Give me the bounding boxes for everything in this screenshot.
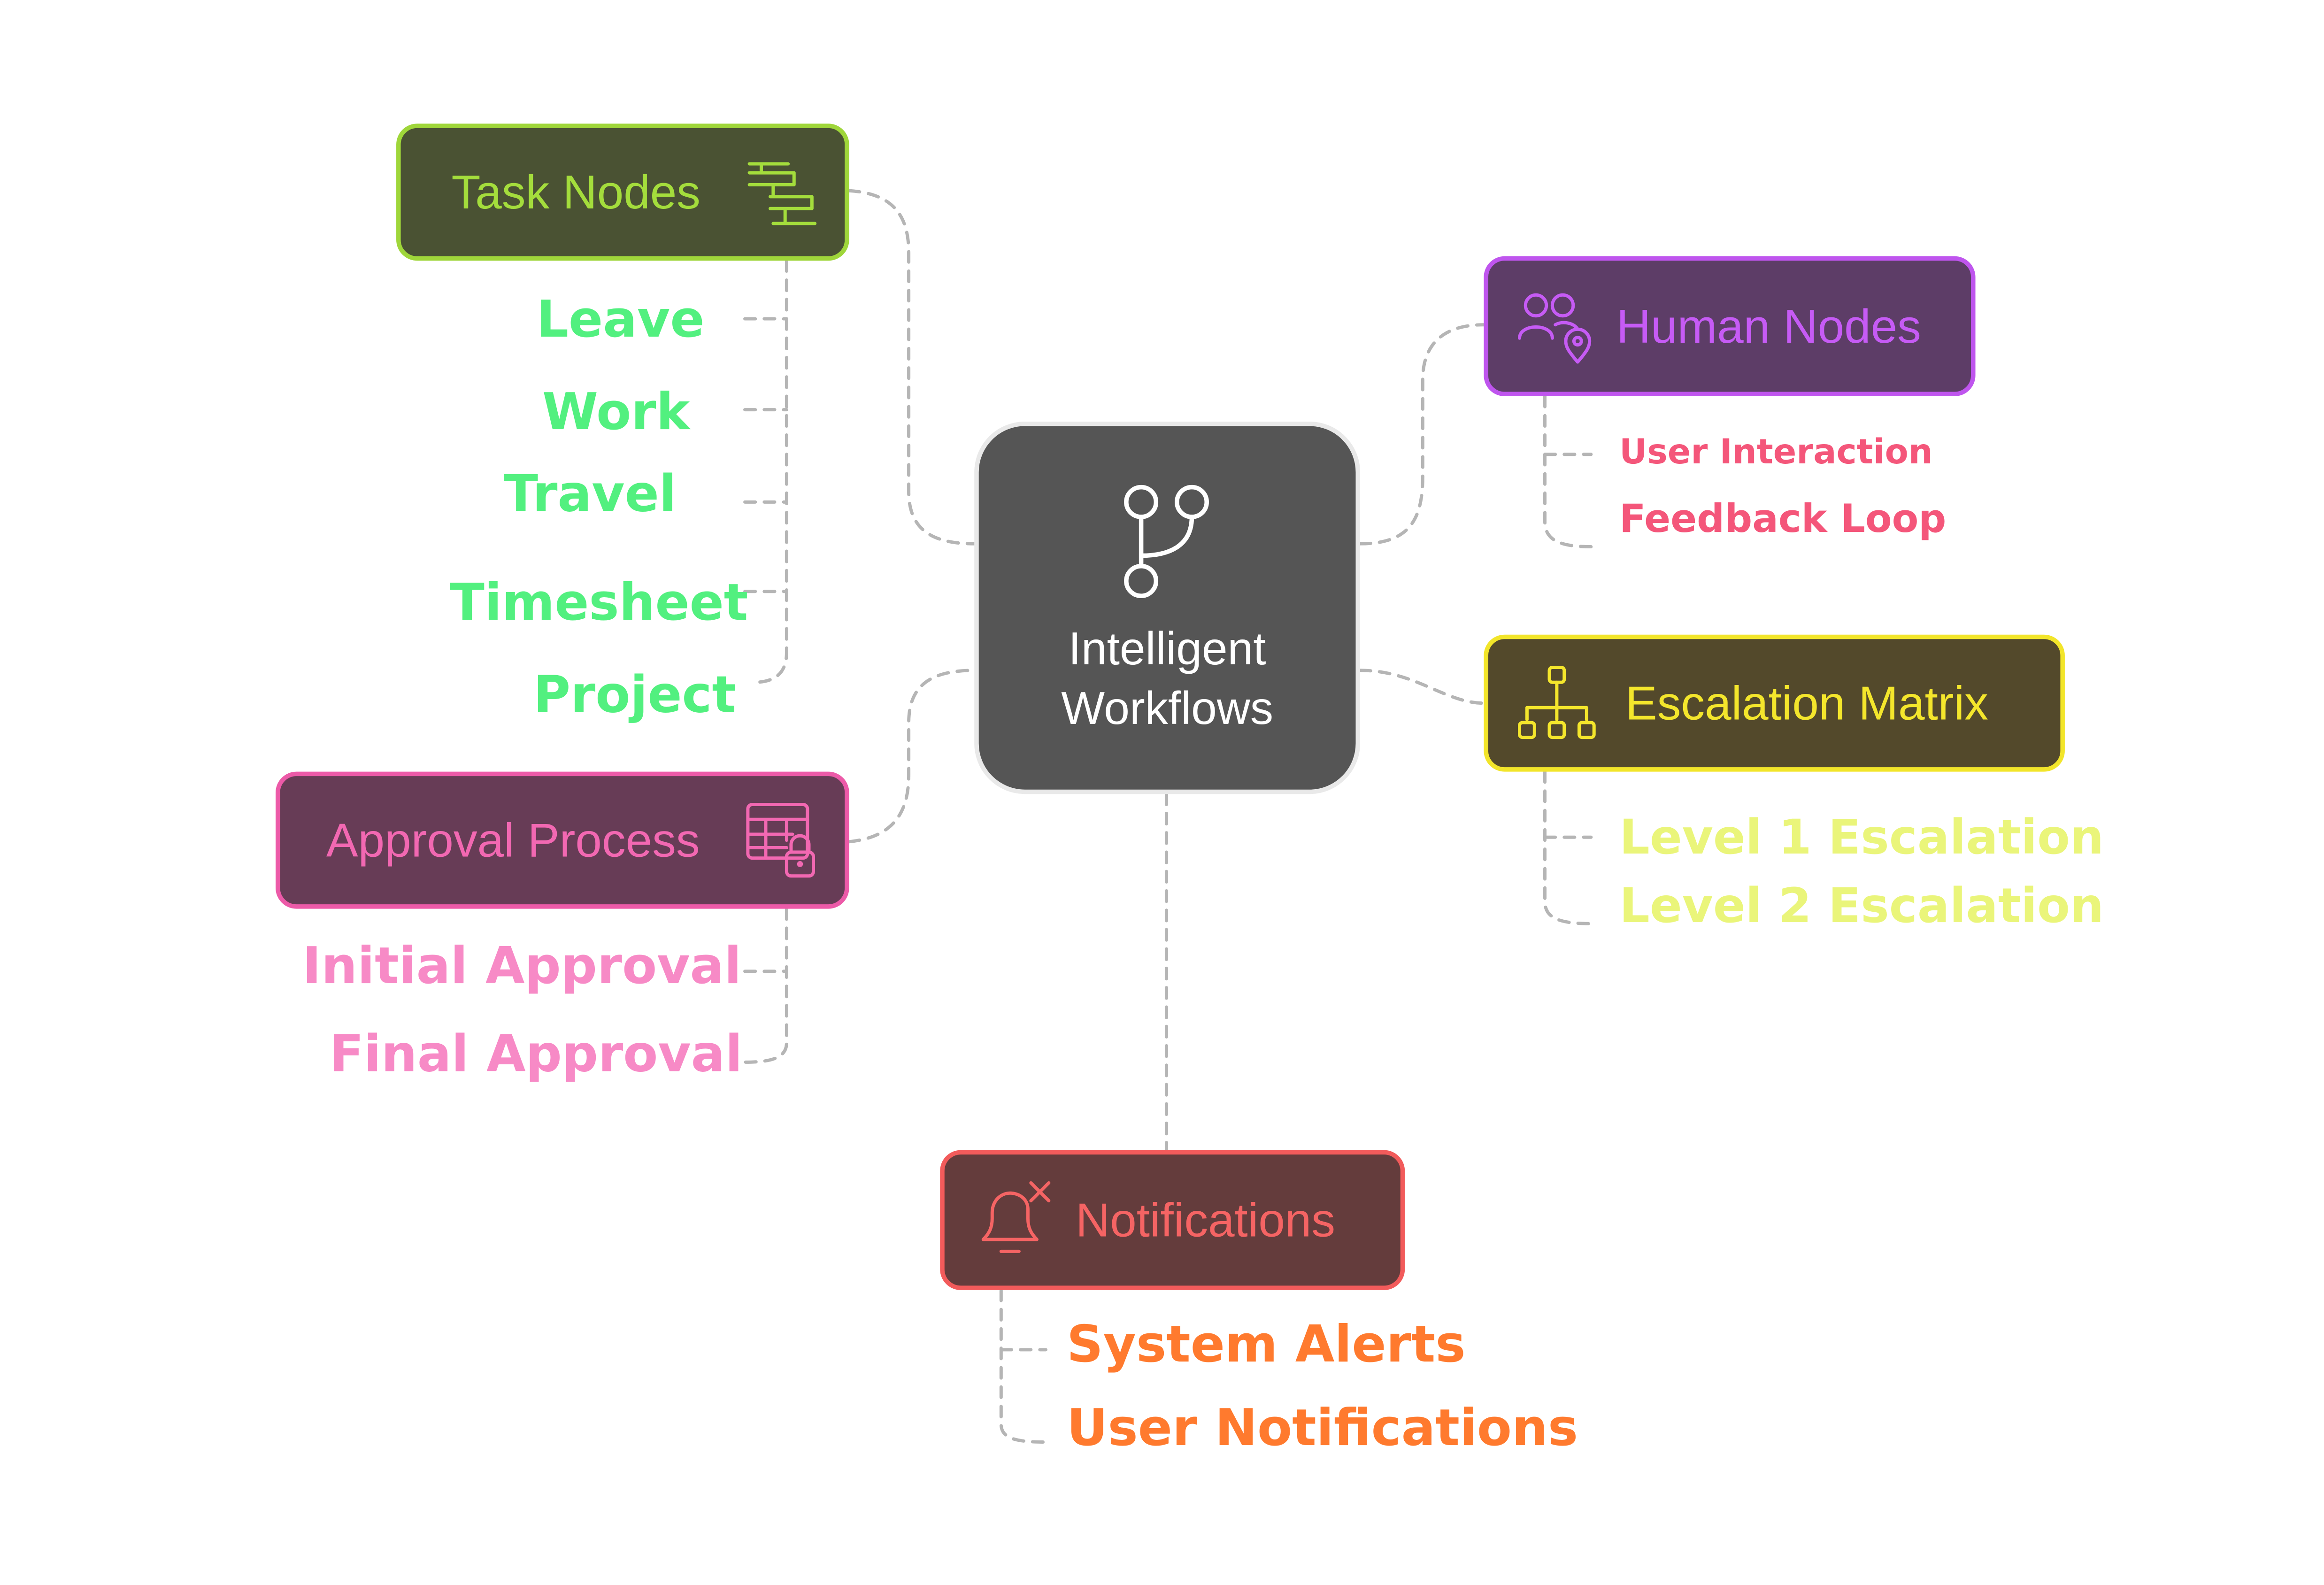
human-nodes-box[interactable]: Human Nodes xyxy=(1484,256,1976,397)
escalation-matrix-title: Escalation Matrix xyxy=(1625,676,1988,730)
notifications-box[interactable]: Notifications xyxy=(940,1150,1405,1290)
escalation-item-level-1: Level 1 Escalation xyxy=(1619,808,2104,866)
center-title-line-1: Intelligent xyxy=(1068,623,1266,675)
task-item-work: Work xyxy=(542,383,690,443)
human-nodes-title: Human Nodes xyxy=(1616,299,1921,353)
table-lock-icon xyxy=(746,802,816,878)
connector-notification-items xyxy=(999,1288,1048,1444)
git-branch-icon xyxy=(1124,485,1209,598)
connector-approval-items xyxy=(743,907,788,1064)
center-node[interactable]: Intelligent Workflows xyxy=(974,421,1361,794)
users-location-icon xyxy=(1518,293,1592,364)
connector-approval xyxy=(847,669,976,844)
hierarchy-icon xyxy=(1518,666,1596,739)
approval-process-box[interactable]: Approval Process xyxy=(276,771,849,909)
task-item-timesheet: Timesheet xyxy=(450,573,748,633)
task-nodes-title: Task Nodes xyxy=(451,164,700,218)
notifications-title: Notifications xyxy=(1075,1193,1336,1246)
task-nodes-box[interactable]: Task Nodes xyxy=(396,123,849,261)
task-item-project: Project xyxy=(533,666,737,726)
connector-task-nodes xyxy=(847,189,976,546)
bell-off-icon xyxy=(981,1181,1051,1253)
connector-human-nodes xyxy=(1358,323,1485,546)
task-item-travel: Travel xyxy=(503,465,677,524)
connector-task-items xyxy=(752,259,788,684)
approval-item-initial: Initial Approval xyxy=(302,937,742,997)
center-title-line-2: Workflows xyxy=(1061,682,1274,735)
connector-human-items xyxy=(1543,394,1593,549)
task-item-leave: Leave xyxy=(536,290,705,350)
escalation-item-level-2: Level 2 Escalation xyxy=(1619,877,2104,934)
escalation-matrix-box[interactable]: Escalation Matrix xyxy=(1484,634,2065,772)
connector-escalation xyxy=(1358,669,1485,705)
center-title: Intelligent Workflows xyxy=(979,620,1356,739)
connector-escalation-items xyxy=(1543,770,1593,925)
timeline-icon xyxy=(747,162,817,225)
notification-item-system-alerts: System Alerts xyxy=(1066,1315,1466,1375)
approval-process-title: Approval Process xyxy=(326,812,700,867)
notification-item-user-notifications: User Notifications xyxy=(1066,1399,1578,1459)
approval-item-final: Final Approval xyxy=(329,1025,743,1085)
human-item-feedback-loop: Feedback Loop xyxy=(1619,497,1947,543)
human-item-user-interaction: User Interaction xyxy=(1619,433,1933,472)
